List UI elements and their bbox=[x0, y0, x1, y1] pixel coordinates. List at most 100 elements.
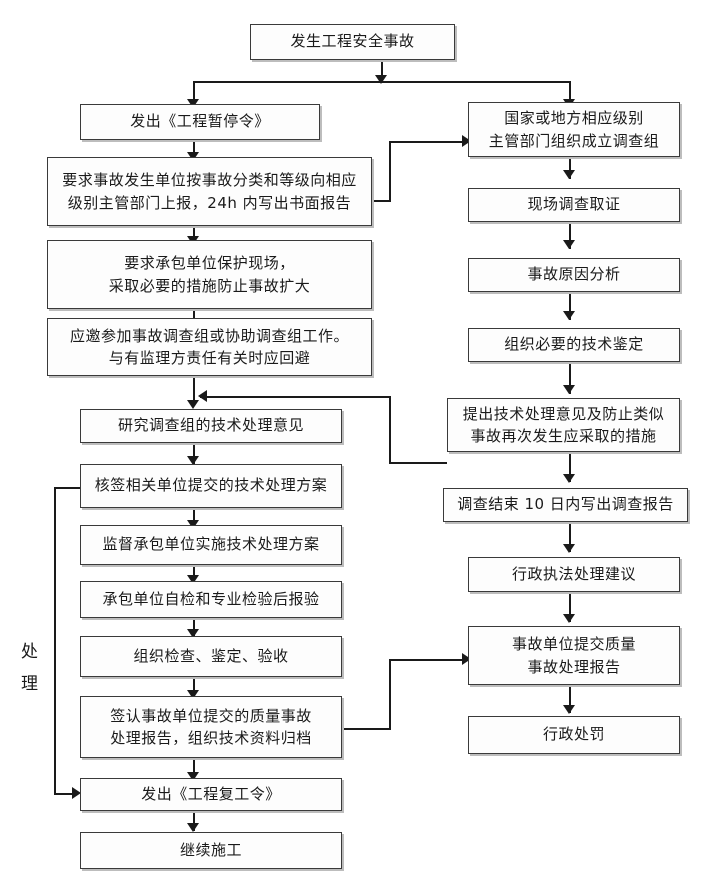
node-label: 组织必要的技术鉴定 bbox=[504, 335, 644, 354]
node-site-investigation[interactable]: 现场调查取证 bbox=[468, 188, 680, 222]
edge-n21-n22-line bbox=[569, 685, 571, 713]
node-label: 提出技术处理意见及防止类似 事故再次发生应采取的措施 bbox=[462, 404, 665, 446]
edge-n01-down-stub bbox=[381, 58, 383, 81]
edge-n06-n07-arrowhead bbox=[187, 456, 199, 465]
node-confirm-quality-accident-report[interactable]: 签认事故单位提交的质量事故 处理报告，组织技术资料归档 bbox=[80, 696, 342, 758]
node-label: 发出《工程暂停令》 bbox=[130, 112, 270, 131]
edge-n03-n14-v bbox=[389, 141, 391, 201]
node-contractor-self-inspection[interactable]: 承包单位自检和专业检验后报验 bbox=[80, 581, 342, 618]
node-administrative-enforcement-advice[interactable]: 行政执法处理建议 bbox=[468, 557, 680, 592]
edge-n14-n15-arrowhead bbox=[563, 170, 575, 179]
node-label: 行政执法处理建议 bbox=[511, 564, 636, 583]
edge-n17-n18-line bbox=[569, 362, 571, 394]
edge-n07-n08-line bbox=[193, 508, 195, 528]
edge-n05-n06-line bbox=[193, 375, 195, 405]
edge-n15-n16-line bbox=[569, 222, 571, 249]
edge-n17-n18-arrowhead bbox=[563, 385, 575, 394]
edge-n18-n06-h-left bbox=[200, 396, 390, 398]
edge-feedback-v bbox=[54, 487, 56, 794]
edge-n08-n09-arrowhead bbox=[187, 575, 199, 584]
node-require-report-to-authority[interactable]: 要求事故发生单位按事故分类和等级向相应 级别主管部门上报，24h 内写出书面报告 bbox=[47, 157, 372, 226]
node-label: 要求承包单位保护现场， 采取必要的措施防止事故扩大 bbox=[108, 254, 311, 295]
edge-n11-n12-arrowhead bbox=[187, 772, 199, 781]
node-label: 行政处罚 bbox=[542, 725, 605, 744]
node-cause-analysis[interactable]: 事故原因分析 bbox=[468, 258, 680, 292]
node-label: 现场调查取证 bbox=[527, 195, 621, 214]
node-join-investigation-group[interactable]: 应邀参加事故调查组或协助调查组工作。 与有监理方责任有关时应回避 bbox=[47, 318, 372, 376]
node-continue-construction[interactable]: 继续施工 bbox=[80, 832, 342, 869]
edge-n01-down-arrowhead bbox=[375, 75, 387, 84]
edge-n05-n06-arrowhead bbox=[187, 400, 199, 409]
edge-n04-n05-line bbox=[193, 308, 195, 325]
edge-feedback-arrowhead bbox=[72, 787, 81, 799]
node-label: 研究调查组的技术处理意见 bbox=[117, 416, 304, 435]
edge-n09-n10-arrowhead bbox=[187, 629, 199, 638]
edge-n16-n17-line bbox=[569, 292, 571, 320]
edge-n21-n22-arrowhead bbox=[563, 705, 575, 714]
node-label: 签认事故单位提交的质量事故 处理报告，组织技术资料归档 bbox=[110, 706, 312, 748]
node-investigation-report[interactable]: 调查结束 10 日内写出调查报告 bbox=[443, 488, 688, 522]
node-label: 要求事故发生单位按事故分类和等级向相应 级别主管部门上报，24h 内写出书面报告 bbox=[62, 171, 357, 212]
node-supervise-implementation[interactable]: 监督承包单位实施技术处理方案 bbox=[80, 525, 342, 565]
edge-split-left-drop bbox=[193, 81, 195, 103]
edge-feedback-h-bottom bbox=[54, 793, 76, 795]
node-organize-inspection-acceptance[interactable]: 组织检查、鉴定、验收 bbox=[80, 636, 342, 677]
edge-n18-n19-arrowhead bbox=[563, 474, 575, 483]
node-label: 调查结束 10 日内写出调查报告 bbox=[457, 495, 674, 514]
node-issue-suspension-order[interactable]: 发出《工程暂停令》 bbox=[80, 104, 320, 140]
edge-n14-n15-line bbox=[569, 157, 571, 179]
node-sign-technical-plan[interactable]: 核签相关单位提交的技术处理方案 bbox=[80, 464, 342, 508]
edge-n11-n21-arrowhead bbox=[462, 653, 471, 665]
edge-n06-n07-line bbox=[193, 442, 195, 464]
node-protect-site[interactable]: 要求承包单位保护现场， 采取必要的措施防止事故扩大 bbox=[47, 240, 372, 309]
node-propose-measures[interactable]: 提出技术处理意见及防止类似 事故再次发生应采取的措施 bbox=[447, 398, 680, 452]
node-label: 承包单位自检和专业检验后报验 bbox=[102, 589, 320, 608]
edge-n16-n17-arrowhead bbox=[563, 311, 575, 320]
node-submit-quality-accident-report[interactable]: 事故单位提交质量 事故处理报告 bbox=[468, 626, 680, 685]
node-label: 应邀参加事故调查组或协助调查组工作。 与有监理方责任有关时应回避 bbox=[69, 326, 349, 368]
edge-n03-n14-h1 bbox=[371, 200, 391, 202]
edge-n08-n09-line bbox=[193, 564, 195, 582]
edge-n11-n12-line bbox=[193, 759, 195, 781]
edge-n10-n11-line bbox=[193, 677, 195, 697]
edge-n02-n03-arrowhead bbox=[187, 152, 199, 161]
node-label: 发出《工程复工令》 bbox=[141, 784, 281, 803]
edge-n12-n13-line bbox=[193, 811, 195, 831]
node-label: 核签相关单位提交的技术处理方案 bbox=[94, 476, 328, 495]
node-label: 事故单位提交质量 事故处理报告 bbox=[511, 635, 636, 676]
edge-n03-n04-line bbox=[193, 225, 195, 243]
edge-n19-n20-line bbox=[569, 522, 571, 552]
edge-n09-n10-line bbox=[193, 617, 195, 636]
node-study-technical-opinion[interactable]: 研究调查组的技术处理意见 bbox=[80, 409, 342, 443]
node-administrative-penalty[interactable]: 行政处罚 bbox=[468, 716, 680, 754]
node-label: 组织检查、鉴定、验收 bbox=[133, 646, 289, 665]
node-technical-appraisal[interactable]: 组织必要的技术鉴定 bbox=[468, 328, 680, 362]
edge-split-bar bbox=[193, 81, 571, 83]
edge-n11-n21-h1 bbox=[337, 728, 391, 730]
edge-n15-n16-arrowhead bbox=[563, 240, 575, 249]
edge-n02-n03-line bbox=[193, 139, 195, 157]
node-accident-occurs[interactable]: 发生工程安全事故 bbox=[250, 24, 455, 60]
node-issue-resumption-order[interactable]: 发出《工程复工令》 bbox=[80, 778, 342, 811]
side-label-handling: 处 理 bbox=[21, 642, 39, 695]
node-label: 发生工程安全事故 bbox=[290, 32, 415, 51]
edge-n19-n20-arrowhead bbox=[563, 544, 575, 553]
edge-n11-n21-v bbox=[389, 659, 391, 729]
edge-split-right-drop bbox=[569, 81, 571, 103]
node-label: 监督承包单位实施技术处理方案 bbox=[102, 535, 320, 554]
edge-n18-n06-arrowhead bbox=[198, 390, 207, 402]
edge-n10-n11-arrowhead bbox=[187, 690, 199, 699]
edge-n07-n08-arrowhead bbox=[187, 520, 199, 529]
edge-n03-n14-arrowhead bbox=[462, 135, 471, 147]
edge-n20-n21-line bbox=[569, 592, 571, 622]
edge-n11-n21-h2 bbox=[389, 659, 468, 661]
node-establish-investigation-group[interactable]: 国家或地方相应级别 主管部门组织成立调查组 bbox=[468, 102, 680, 157]
edge-n18-n06-h-right bbox=[389, 462, 447, 464]
edge-n12-n13-arrowhead bbox=[187, 823, 199, 832]
edge-feedback-h-top bbox=[54, 487, 80, 489]
edge-n20-n21-arrowhead bbox=[563, 614, 575, 623]
edge-n18-n06-v bbox=[389, 396, 391, 464]
node-label: 继续施工 bbox=[179, 840, 242, 859]
node-label: 国家或地方相应级别 主管部门组织成立调查组 bbox=[488, 109, 660, 150]
